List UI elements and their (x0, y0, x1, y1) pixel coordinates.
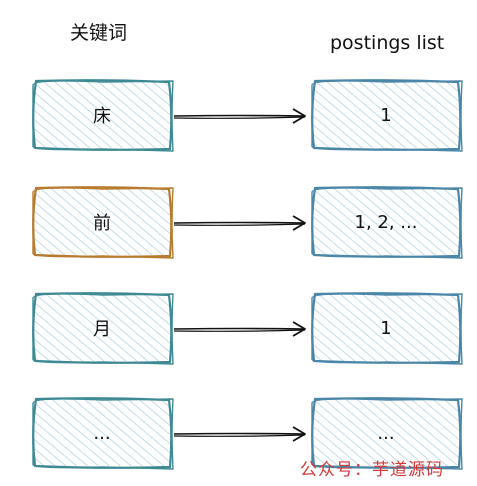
postings-label: 1 (380, 104, 392, 126)
keywords-header: 关键词 (70, 22, 128, 44)
keyword-label: 前 (93, 213, 111, 234)
postings-box (311, 79, 463, 152)
postings-box (311, 397, 463, 470)
pointer-arrow (173, 321, 306, 337)
watermark-text: 公众号：芋道源码 (300, 460, 444, 480)
keyword-box (32, 292, 174, 365)
postings-label: 1 (380, 317, 392, 339)
postings-label: ... (377, 422, 395, 444)
postings-box (311, 292, 463, 365)
postings-label: 1, 2, ... (354, 211, 418, 233)
pointer-arrow (173, 426, 306, 442)
keyword-label: 床 (93, 106, 111, 127)
keyword-box (32, 186, 174, 259)
keyword-box (32, 397, 174, 470)
pointer-arrow (173, 108, 306, 124)
keyword-label: ... (93, 422, 111, 444)
postings-box (311, 186, 463, 259)
keyword-label: 月 (93, 319, 111, 340)
pointer-arrow (173, 215, 306, 231)
postings-list-header: postings list (330, 32, 445, 54)
keyword-box (32, 79, 174, 152)
